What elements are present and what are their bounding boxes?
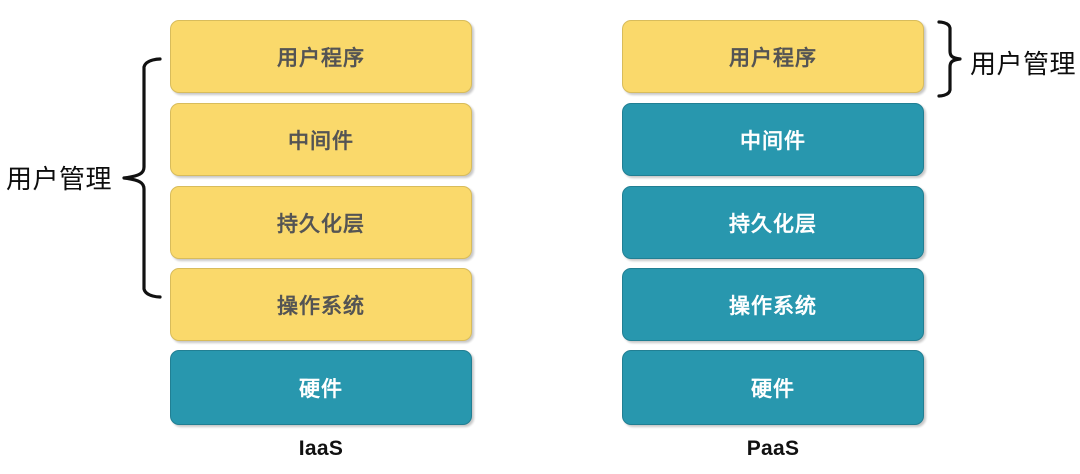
brace-right-icon [937,20,962,98]
stack-caption-paas: PaaS [746,437,800,460]
iaas-layer-persistence[interactable]: 持久化层 [170,186,472,259]
stack-paas: 用户程序 中间件 持久化层 操作系统 硬件 [622,0,924,474]
paas-layer-middleware[interactable]: 中间件 [622,103,924,176]
iaas-layer-operating-system[interactable]: 操作系统 [170,268,472,341]
brace-left-icon [122,57,162,299]
iaas-layer-user-program[interactable]: 用户程序 [170,20,472,93]
paas-layer-persistence[interactable]: 持久化层 [622,186,924,259]
stack-caption-iaas: IaaS [298,437,344,460]
paas-layer-operating-system[interactable]: 操作系统 [622,268,924,341]
paas-layer-user-program[interactable]: 用户程序 [622,20,924,93]
stack-iaas: 用户程序 中间件 持久化层 操作系统 硬件 [170,0,472,474]
iaas-layer-middleware[interactable]: 中间件 [170,103,472,176]
brace-label-iaas: 用户管理 [6,164,113,194]
paas-layer-hardware[interactable]: 硬件 [622,350,924,425]
brace-label-paas: 用户管理 [970,49,1077,79]
iaas-layer-hardware[interactable]: 硬件 [170,350,472,425]
